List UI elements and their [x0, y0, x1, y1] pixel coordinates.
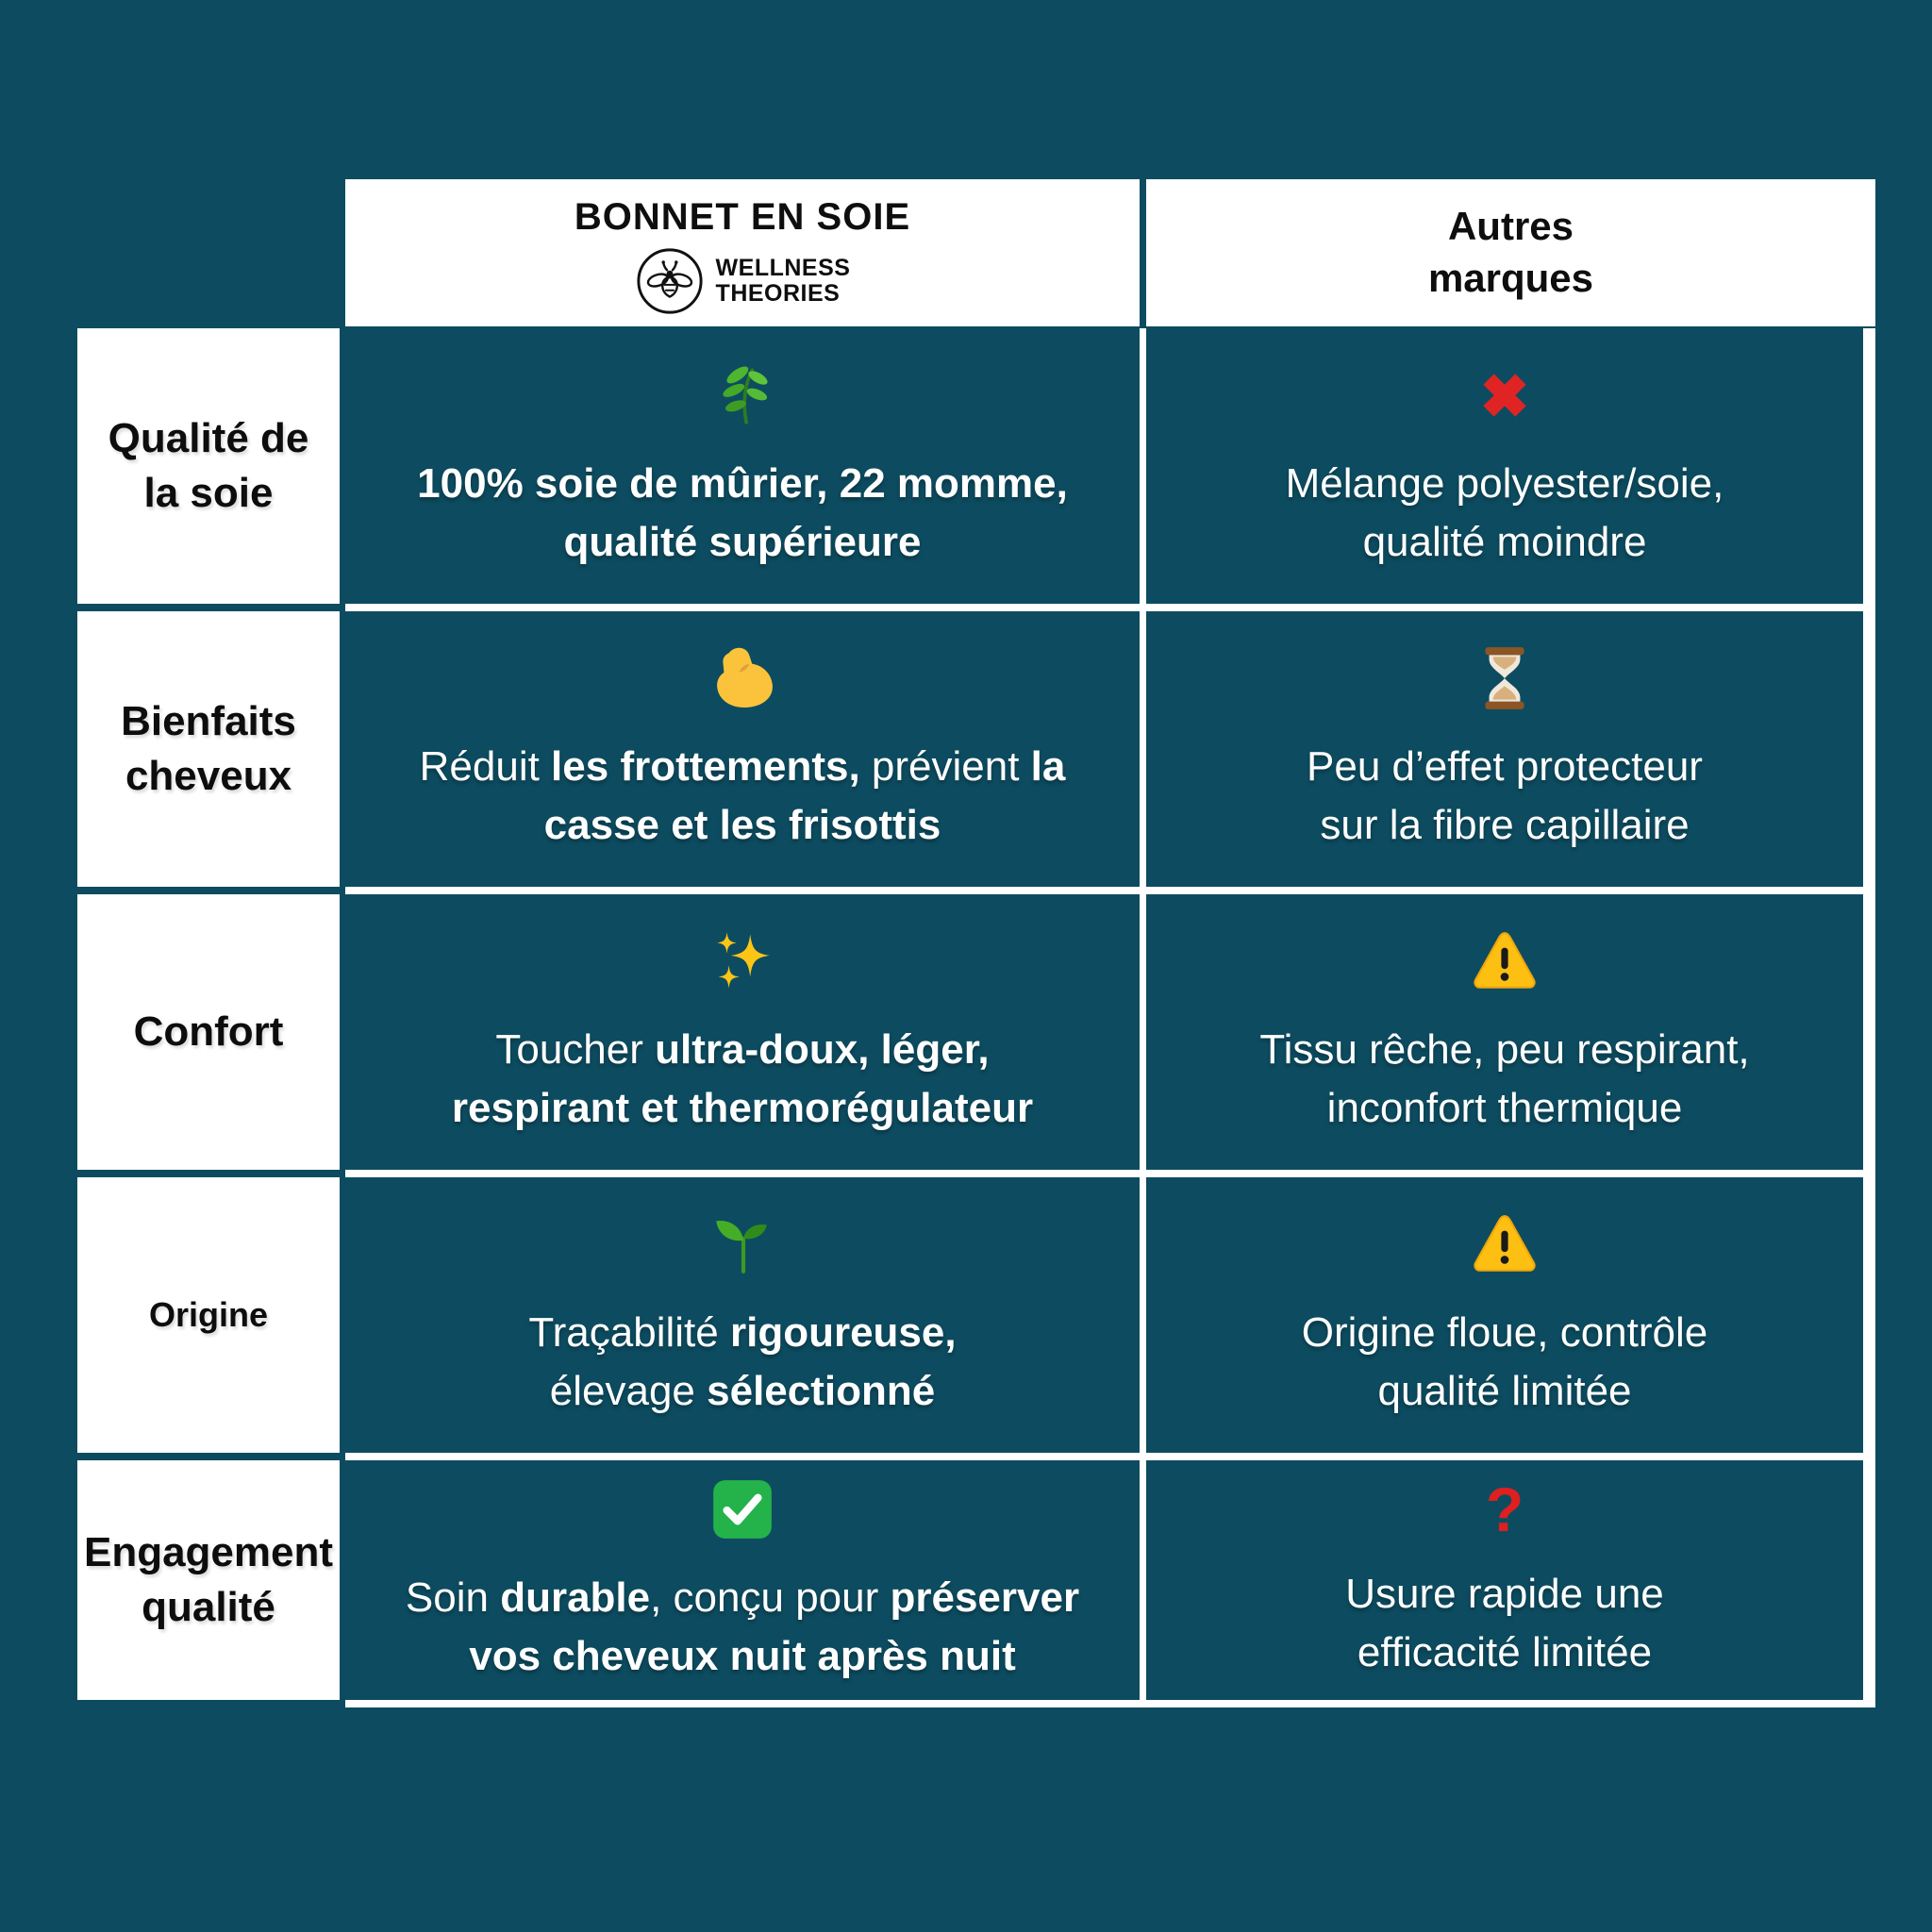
row-label-confort: Confort [77, 894, 340, 1170]
check-button-icon [708, 1474, 777, 1544]
cross-mark-icon [1470, 360, 1540, 430]
brand-name-line1: WELLNESS [715, 254, 851, 281]
herb-icon [708, 360, 777, 430]
cell-confort-other: Tissu rêche, peu respirant,inconfort the… [1146, 894, 1863, 1170]
hourglass-icon [1470, 643, 1540, 713]
cell-confort-product: Toucher ultra-doux, léger,respirant et t… [345, 894, 1140, 1170]
cell-qualite-other: Mélange polyester/soie,qualité moindre [1146, 328, 1863, 604]
brand-lockup: WELLNESS THEORIES [635, 246, 851, 316]
sparkles-icon [708, 926, 777, 996]
row-label-text: Confort [133, 1008, 284, 1055]
other-column-title-line2: marques [1427, 256, 1594, 300]
question-mark-icon: ? [1485, 1474, 1524, 1544]
header-other-column: Autres marques [1146, 179, 1875, 326]
warning-icon [1470, 1209, 1540, 1279]
row-label-origine: Origine [77, 1177, 340, 1453]
other-column-title-line1: Autres [1447, 204, 1574, 249]
seedling-icon [708, 1209, 777, 1279]
brand-name: WELLNESS THEORIES [715, 254, 851, 307]
product-column-title: BONNET EN SOIE [574, 195, 911, 238]
row-label-text: Origine [148, 1295, 269, 1335]
cell-confort-product-text: Toucher ultra-doux, léger,respirant et t… [451, 1025, 1034, 1131]
cell-origine-product-text: Traçabilité rigoureuse,élevage sélection… [528, 1308, 957, 1414]
cell-qualite-product: 100% soie de mûrier, 22 momme,qualité su… [345, 328, 1140, 604]
cell-qualite-other-text: Mélange polyester/soie,qualité moindre [1285, 459, 1724, 565]
cell-confort-other-text: Tissu rêche, peu respirant,inconfort the… [1259, 1025, 1750, 1131]
header-product-column: BONNET EN SOIE WELLNESS THEORIES [345, 179, 1140, 326]
flexed-biceps-icon [708, 643, 777, 713]
cell-origine-product: Traçabilité rigoureuse,élevage sélection… [345, 1177, 1140, 1453]
other-column-title: Autres marques [1428, 201, 1593, 304]
warning-icon [1470, 926, 1540, 996]
bee-logo-icon [635, 246, 705, 316]
cell-qualite-product-text: 100% soie de mûrier, 22 momme,qualité su… [417, 459, 1068, 565]
brand-name-line2: THEORIES [715, 279, 841, 307]
